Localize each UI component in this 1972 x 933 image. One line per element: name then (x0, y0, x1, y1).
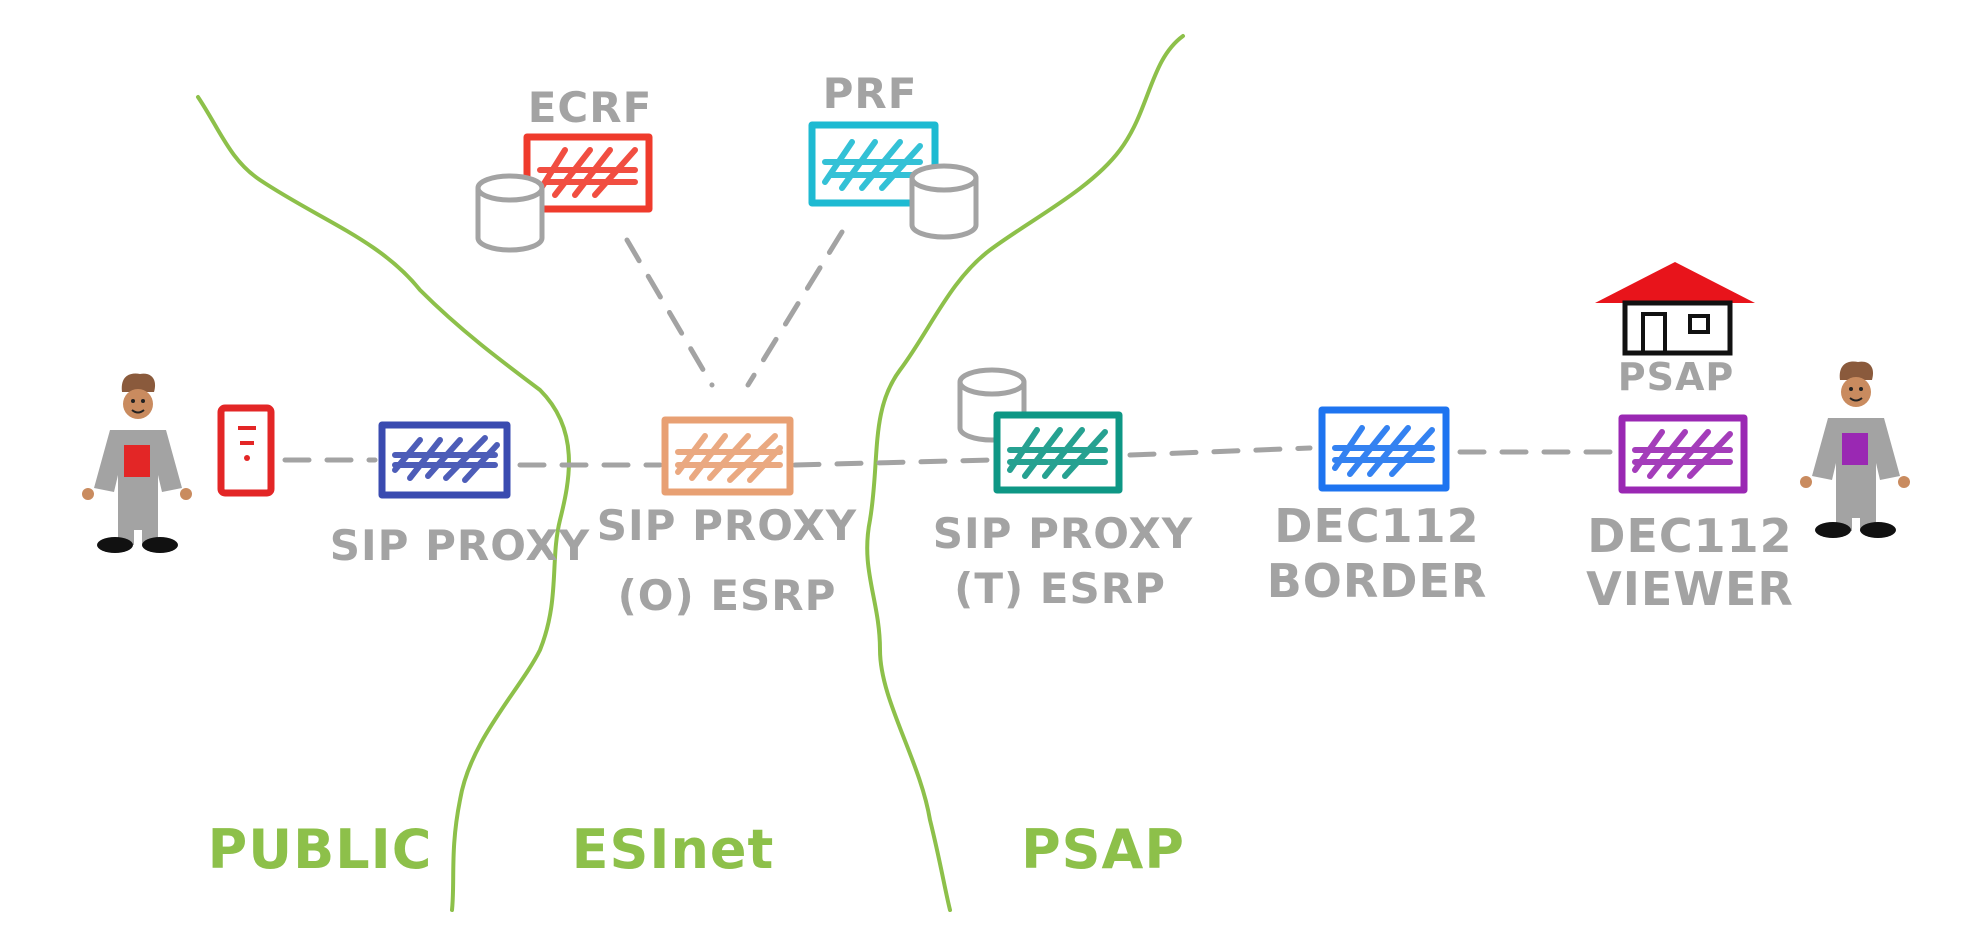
zone-label-esinet: ESInet (572, 818, 775, 881)
dec112-border-node (1318, 406, 1450, 492)
link-prf-esrpo (745, 229, 845, 388)
operator-person-icon (1800, 361, 1910, 538)
sip-proxy-node (378, 421, 511, 499)
caller-person-icon (82, 373, 192, 553)
prf-database-icon (909, 163, 979, 240)
esrp-o-label-line2: (O) ESRP (618, 571, 837, 620)
esrp-t-database-icon (957, 367, 1027, 443)
link-ecrf-esrpo (624, 237, 715, 388)
dec112-viewer-label-line1: DEC112 (1587, 509, 1792, 563)
zone-label-public: PUBLIC (208, 818, 433, 881)
public-esinet-border (196, 95, 571, 912)
psap-house-icon (1595, 262, 1755, 356)
esinet-psap-border (865, 34, 1185, 912)
dec112-border-label-line1: DEC112 (1274, 499, 1479, 553)
psap-building-label: PSAP (1618, 355, 1734, 399)
esrp-o-label-line1: SIP PROXY (597, 501, 857, 550)
dec112-viewer-node (1618, 414, 1748, 494)
ecrf-node (523, 133, 653, 213)
dec112-border-label-line2: BORDER (1267, 554, 1488, 608)
ecrf-label: ECRF (528, 83, 653, 132)
esrp-o-node (661, 416, 794, 496)
link-esrpo-esrpt (792, 457, 993, 468)
prf-label: PRF (823, 69, 918, 118)
ecrf-database-icon (475, 173, 545, 253)
esrp-t-label-line1: SIP PROXY (933, 509, 1193, 558)
esrp-t-label-line2: (T) ESRP (954, 564, 1166, 613)
phone-icon (217, 404, 275, 497)
link-esrpt-border (1127, 445, 1313, 458)
zone-label-psap: PSAP (1021, 818, 1185, 881)
dec112-viewer-label-line2: VIEWER (1586, 562, 1794, 616)
sip-proxy-label: SIP PROXY (330, 521, 590, 570)
esrp-t-node (993, 411, 1123, 494)
